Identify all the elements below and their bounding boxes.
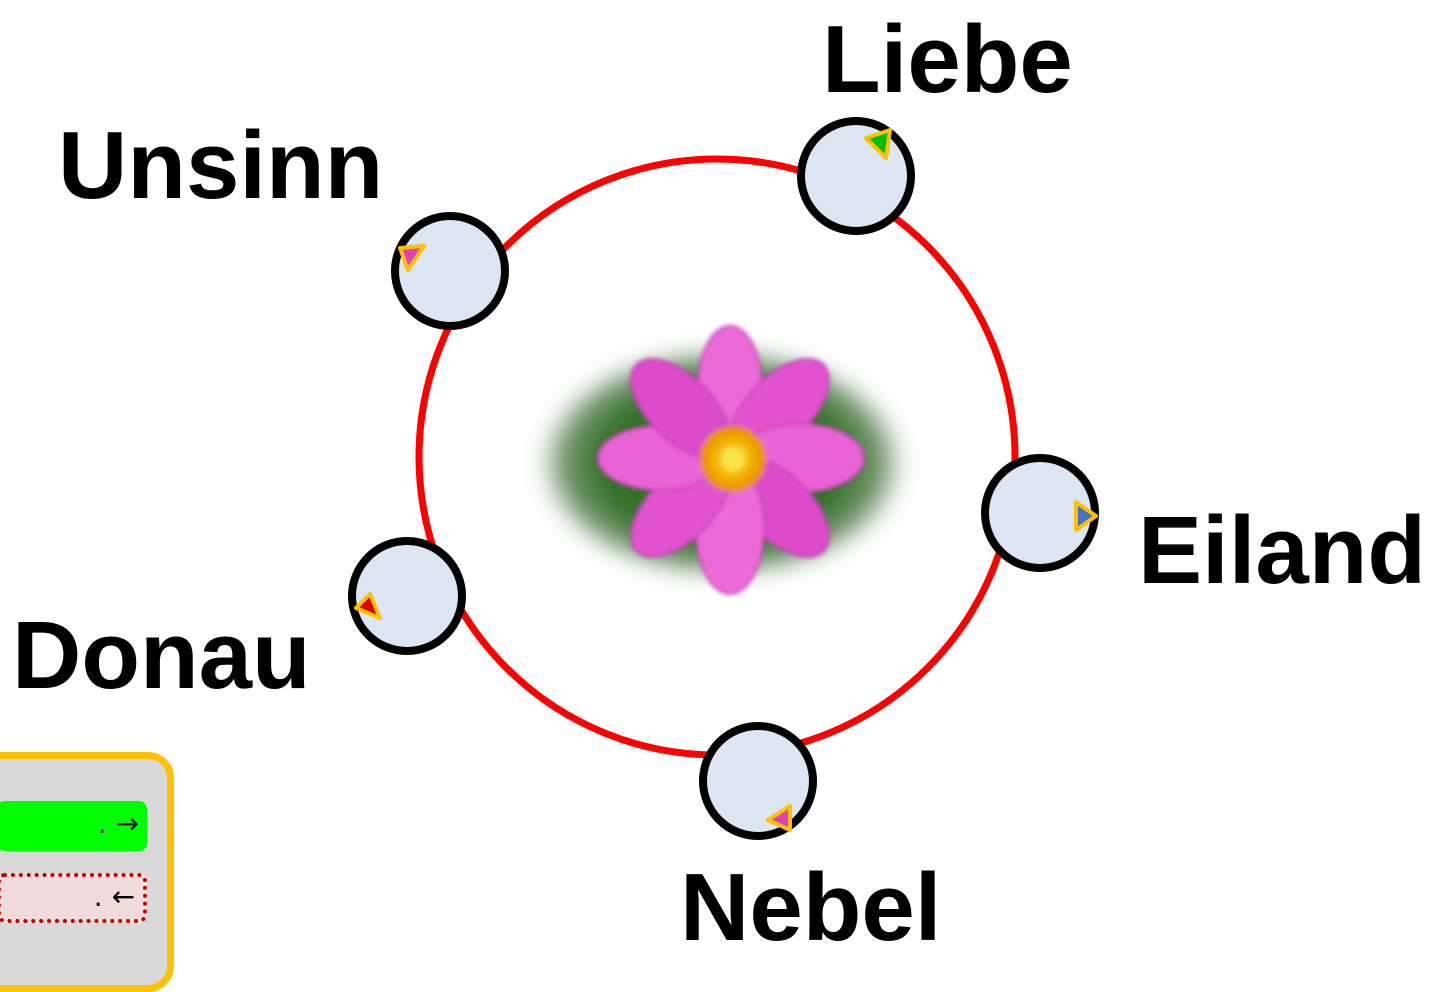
- label-donau: Donau: [12, 602, 311, 709]
- pink-flower-image: [530, 325, 914, 595]
- marker-liebe: [864, 128, 892, 160]
- node-unsinn[interactable]: [391, 212, 509, 330]
- marker-donau: [354, 592, 382, 620]
- node-nebel[interactable]: [699, 722, 817, 840]
- label-liebe: Liebe: [822, 6, 1073, 113]
- node-donau[interactable]: [348, 537, 466, 655]
- orbit-diagram: [348, 117, 1099, 840]
- marker-unsinn: [398, 244, 426, 272]
- node-liebe[interactable]: [797, 117, 915, 235]
- label-eiland: Eiland: [1138, 497, 1427, 604]
- marker-eiland: [1074, 500, 1098, 532]
- node-eiland[interactable]: [981, 454, 1099, 572]
- navigation-panel: . → . ←: [0, 752, 174, 992]
- marker-nebel: [766, 804, 792, 832]
- next-button[interactable]: . →: [0, 801, 147, 851]
- label-nebel: Nebel: [680, 854, 942, 961]
- previous-button[interactable]: . ←: [0, 873, 147, 923]
- label-unsinn: Unsinn: [58, 112, 384, 219]
